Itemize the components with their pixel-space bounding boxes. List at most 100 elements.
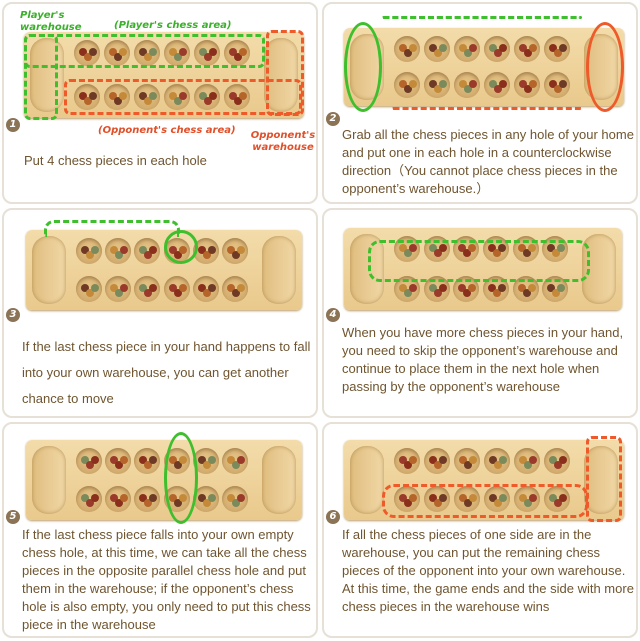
hole: [74, 40, 100, 66]
warehouse-store-left: [32, 236, 66, 304]
chess-piece: [547, 284, 556, 292]
hole: [74, 84, 100, 110]
step-number-badge: 3: [6, 308, 20, 322]
chess-piece: [398, 244, 407, 252]
chess-piece: [458, 284, 467, 292]
chess-piece: [559, 44, 567, 52]
chess-piece: [497, 244, 506, 252]
chess-piece: [403, 289, 412, 297]
hole: [424, 36, 450, 62]
chess-piece: [80, 456, 89, 464]
chess-piece: [468, 284, 477, 292]
chess-piece: [85, 461, 94, 469]
hole: [224, 84, 250, 110]
chess-piece: [524, 461, 532, 469]
hole: [544, 36, 570, 62]
chess-piece: [237, 246, 246, 254]
chess-piece: [552, 289, 561, 297]
chess-piece: [85, 289, 94, 297]
chess-piece: [237, 494, 246, 502]
chess-piece: [438, 244, 447, 252]
chess-piece: [549, 44, 557, 52]
opponent-warehouse-outline: [266, 30, 304, 116]
chess-piece: [169, 48, 177, 56]
chess-piece: [549, 456, 557, 464]
chess-piece: [209, 48, 217, 56]
chess-piece: [239, 92, 247, 100]
hole: [104, 84, 130, 110]
chess-piece: [404, 461, 412, 469]
hole: [394, 36, 420, 62]
hole: [544, 448, 570, 474]
chess-piece: [90, 494, 99, 502]
chess-piece: [198, 456, 206, 464]
hole: [105, 448, 131, 474]
hole: [222, 486, 249, 512]
chess-piece: [208, 494, 216, 502]
chess-piece: [499, 494, 507, 502]
chess-piece: [463, 289, 472, 297]
chess-piece: [459, 44, 467, 52]
mancala-board: [344, 28, 624, 106]
chess-piece: [439, 80, 447, 88]
chess-piece: [464, 461, 472, 469]
hole: [194, 84, 220, 110]
player-area-outline: [24, 34, 265, 68]
chess-piece: [464, 499, 472, 507]
chess-piece: [144, 461, 153, 469]
hole: [454, 36, 480, 62]
move-arrow: [392, 107, 582, 110]
step-text: Grab all the chess pieces in any hole of…: [342, 127, 634, 196]
chess-piece: [179, 48, 187, 56]
warehouse-store-left: [32, 446, 66, 514]
step-6-panel: 6 If all the chess pieces of one side ar…: [322, 422, 638, 638]
chess-piece: [109, 92, 117, 100]
chess-piece: [409, 44, 417, 52]
chess-piece: [527, 244, 536, 252]
chess-piece: [232, 499, 241, 507]
chess-piece: [522, 289, 531, 297]
chess-piece: [464, 49, 472, 57]
chess-piece: [144, 289, 153, 297]
chess-piece: [110, 494, 118, 502]
chess-piece: [139, 48, 147, 56]
chess-piece: [227, 246, 236, 254]
chess-piece: [549, 494, 557, 502]
chess-piece: [168, 284, 177, 292]
step-number-badge: 4: [326, 308, 340, 322]
chess-piece: [139, 246, 148, 254]
chess-piece: [232, 289, 241, 297]
chess-piece: [203, 461, 211, 469]
step-2-panel: 2 Grab all the chess pieces in any hole …: [322, 2, 638, 204]
player-warehouse-outline: [24, 34, 58, 120]
mancala-board: [26, 440, 302, 520]
chess-piece: [110, 246, 118, 254]
chess-piece: [144, 251, 153, 259]
hole: [394, 486, 420, 512]
hole: [544, 486, 570, 512]
chess-piece: [554, 461, 562, 469]
mancala-board: [24, 32, 304, 118]
chess-piece: [489, 44, 497, 52]
hole: [514, 486, 540, 512]
chess-piece: [149, 494, 158, 502]
move-arrow: [382, 16, 582, 19]
chess-piece: [459, 456, 467, 464]
step-4-panel: 4 When you have more chess pieces in you…: [322, 208, 638, 418]
chess-piece: [198, 246, 206, 254]
warehouse-store-left: [30, 38, 64, 112]
chess-piece: [499, 44, 507, 52]
chess-piece: [429, 456, 437, 464]
hole: [394, 72, 420, 98]
hole: [134, 276, 161, 302]
chess-piece: [120, 246, 128, 254]
step-text: Put 4 chess pieces in each hole: [24, 153, 207, 168]
move-arrow: [368, 240, 590, 282]
chess-piece: [409, 456, 417, 464]
chess-piece: [232, 461, 241, 469]
warehouse-store-right: [264, 38, 298, 112]
chess-piece: [527, 284, 536, 292]
chess-piece: [434, 85, 442, 93]
chess-piece: [519, 456, 527, 464]
chess-piece: [203, 251, 211, 259]
